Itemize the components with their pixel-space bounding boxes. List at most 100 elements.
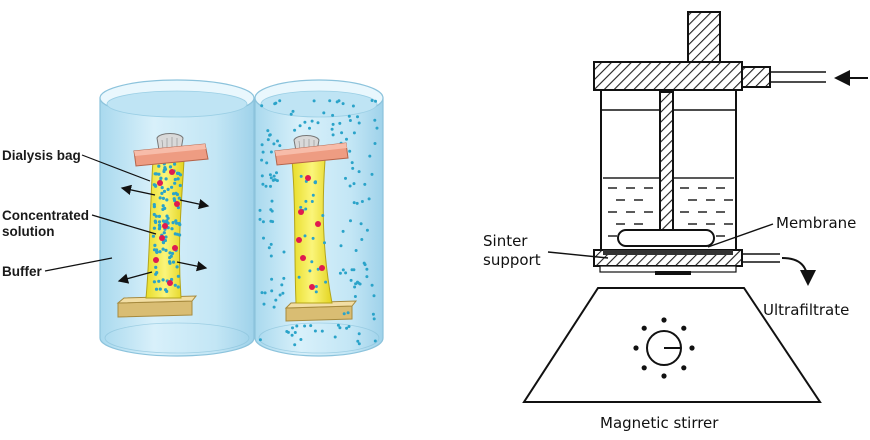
small-molecule [313, 329, 317, 333]
pressure-inlet [741, 66, 868, 88]
small-molecule [295, 324, 299, 328]
small-molecule [371, 312, 375, 316]
stirrer-bar [617, 229, 715, 247]
dial-mark [661, 317, 667, 323]
small-molecules-inside-bag [151, 162, 183, 293]
large-molecule [296, 237, 302, 243]
small-molecule [176, 274, 180, 278]
concentrated-solution-label-line2: solution [2, 224, 55, 239]
small-molecule [161, 196, 165, 200]
dial-mark [681, 325, 687, 331]
small-molecule [314, 290, 318, 294]
top-cap [593, 61, 743, 91]
small-molecule [365, 275, 369, 279]
top-stem [687, 11, 721, 63]
small-molecule [269, 150, 273, 154]
small-molecule [333, 335, 337, 339]
small-molecule [173, 177, 177, 182]
small-molecules-after-equilibrium [297, 174, 328, 294]
large-molecule [315, 221, 321, 227]
small-molecule [331, 113, 335, 117]
small-molecule [330, 127, 334, 131]
small-molecule [164, 248, 168, 252]
sinter-support-label-line2: support [483, 251, 541, 269]
small-molecule [341, 229, 345, 233]
small-molecule [161, 240, 165, 244]
small-molecule [161, 278, 165, 282]
small-molecule [328, 99, 332, 103]
small-molecule [269, 176, 273, 180]
small-molecule [265, 161, 269, 165]
small-molecule [278, 99, 282, 103]
small-molecule [336, 323, 340, 327]
small-molecule [178, 233, 182, 237]
small-molecule [349, 278, 353, 282]
small-molecule [311, 193, 315, 197]
small-molecule [158, 287, 162, 291]
small-molecule [268, 133, 272, 137]
small-molecule [280, 283, 284, 287]
small-molecule [291, 109, 295, 113]
small-molecule [304, 199, 308, 203]
small-molecule [168, 260, 172, 264]
small-molecule [157, 172, 161, 176]
small-molecule [260, 174, 264, 178]
small-molecule [161, 219, 165, 223]
small-molecule [373, 339, 377, 343]
small-molecule [373, 118, 377, 122]
dialysis-bag-label: Dialysis bag [2, 148, 81, 163]
small-molecule [285, 330, 289, 333]
small-molecule [160, 186, 164, 190]
membrane-label: Membrane [776, 214, 856, 232]
small-molecule [269, 254, 273, 258]
small-molecule [298, 124, 302, 128]
small-molecule [352, 131, 356, 135]
small-molecule [275, 171, 278, 175]
dial-speed-marks [633, 317, 695, 379]
small-molecule [260, 158, 264, 162]
small-molecule [178, 183, 182, 188]
small-molecule [352, 182, 356, 186]
diffusion-arrows [117, 184, 210, 284]
small-molecule [158, 250, 162, 254]
large-molecule [157, 180, 163, 186]
small-molecule [153, 243, 157, 247]
small-molecule [374, 99, 377, 103]
small-molecule [357, 281, 361, 285]
small-molecule [155, 250, 159, 254]
small-molecule [172, 197, 176, 201]
small-molecule [278, 144, 282, 148]
small-molecule [316, 121, 320, 125]
small-molecule [373, 142, 377, 145]
small-molecule [258, 208, 262, 212]
small-molecule [274, 298, 278, 302]
small-molecule [303, 120, 307, 124]
small-molecule [159, 176, 163, 180]
small-molecule [170, 227, 174, 231]
small-molecule [278, 293, 282, 297]
small-molecule [347, 325, 351, 328]
small-molecule [154, 265, 158, 269]
small-molecule [290, 333, 294, 337]
dialysis-panel: Dialysis bag Concentrated solution Buffe… [2, 79, 384, 357]
small-molecule [155, 271, 159, 275]
small-molecule [261, 220, 265, 224]
small-molecule [152, 183, 156, 187]
small-molecule [341, 102, 345, 106]
dialysis-beaker-before [99, 79, 255, 357]
stirrer-rod [659, 91, 674, 231]
small-molecule [272, 174, 276, 178]
small-molecule [344, 176, 347, 180]
small-molecule [269, 184, 272, 188]
dial-mark [641, 325, 647, 331]
small-molecule [152, 212, 156, 217]
small-molecule [348, 119, 352, 122]
small-molecule [304, 207, 308, 211]
small-molecule [168, 256, 172, 260]
small-molecule [157, 214, 161, 218]
bag-base-before [116, 295, 198, 318]
small-molecule [299, 205, 303, 209]
small-molecule [355, 201, 359, 205]
large-molecule [300, 255, 306, 261]
small-molecule [310, 200, 314, 203]
